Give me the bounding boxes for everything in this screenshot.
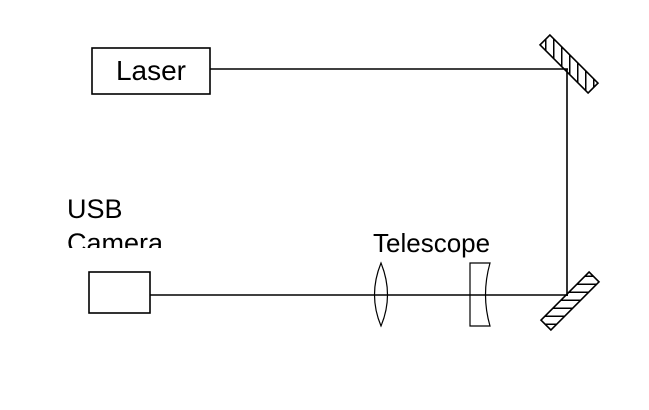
mirror-bottom bbox=[539, 270, 601, 332]
mirror-icon bbox=[539, 270, 601, 332]
camera-label-line2-wrap: Camera bbox=[67, 228, 164, 258]
laser-label: Laser bbox=[116, 55, 186, 86]
telescope-label: Telescope bbox=[373, 228, 490, 258]
mirror-icon bbox=[538, 33, 600, 95]
concave-lens-icon bbox=[469, 262, 491, 327]
camera-label-line2: Camera bbox=[67, 228, 164, 258]
convex-lens-icon bbox=[373, 261, 389, 328]
mirror-top bbox=[538, 33, 600, 95]
camera-box bbox=[88, 271, 151, 314]
camera-label-line1: USB bbox=[67, 194, 123, 224]
laser-box: Laser bbox=[91, 47, 211, 95]
